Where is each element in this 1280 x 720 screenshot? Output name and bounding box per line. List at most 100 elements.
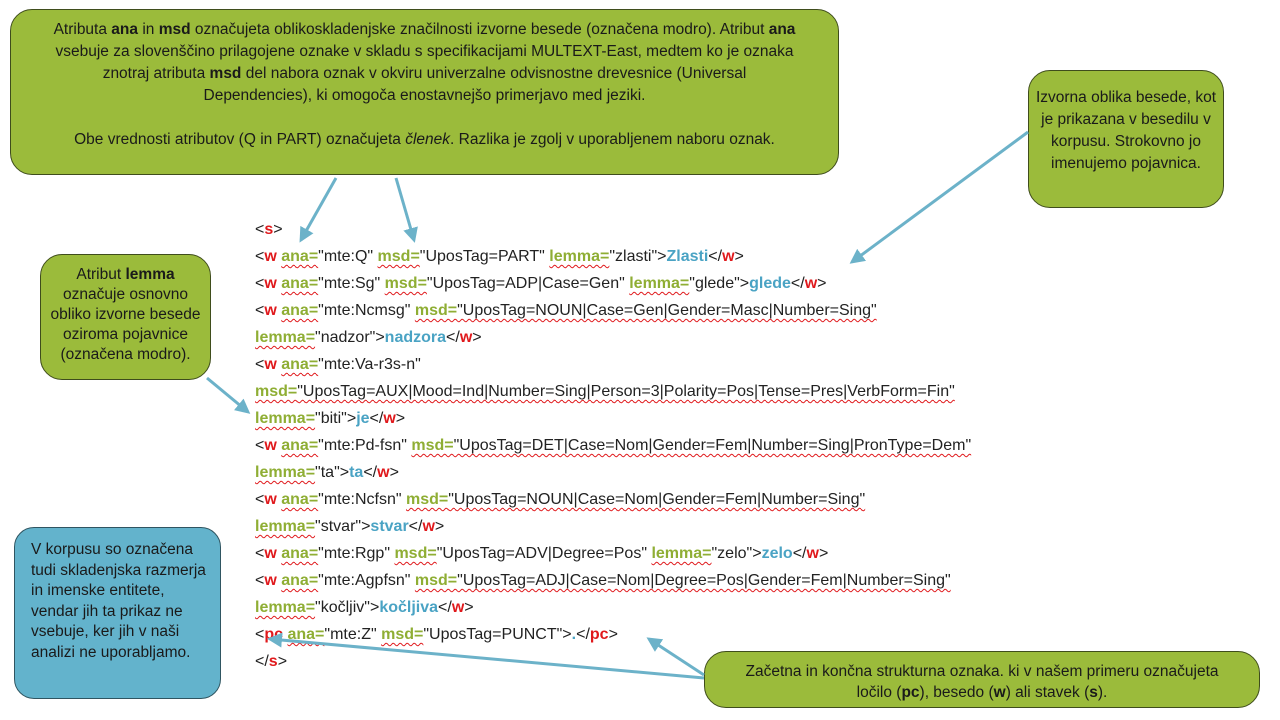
xml-punctuation: > xyxy=(273,221,283,238)
xml-attribute-value: "mte:Sg" xyxy=(318,275,385,292)
xml-attribute-name: msd= xyxy=(406,491,449,508)
structural-tags-line-1: Začetna in končna strukturna oznaka. ki … xyxy=(745,663,1219,680)
code-line: msd="UposTag=AUX|Mood=Ind|Number=Sing|Pe… xyxy=(255,378,971,405)
xml-element-name: w xyxy=(806,545,819,562)
xml-punctuation: > xyxy=(608,626,618,643)
code-line: <pc ana="mte:Z" msd="UposTag=PUNCT">.</p… xyxy=(255,621,971,648)
xml-attribute-name: lemma= xyxy=(255,464,316,481)
p2-italic-b: ek xyxy=(433,131,451,148)
xml-attribute-name: msd= xyxy=(414,302,458,319)
xml-punctuation: < xyxy=(255,221,265,238)
xml-attribute-name: msd= xyxy=(381,626,424,643)
p2-text-after: . Razlika je zgolj v uporabljenem naboru… xyxy=(450,131,775,148)
code-line: <w ana="mte:Pd-fsn" msd="UposTag=DET|Cas… xyxy=(255,432,971,459)
xml-punctuation: </ xyxy=(576,626,590,643)
code-line: <w ana="mte:Ncmsg" msd="UposTag=NOUN|Cas… xyxy=(255,297,971,324)
xml-punctuation: < xyxy=(255,626,265,643)
xml-attribute-name: lemma= xyxy=(255,329,316,346)
xml-punctuation: < xyxy=(255,437,265,454)
arrow-to-msd xyxy=(394,177,418,243)
xml-attribute-name: ana= xyxy=(281,356,319,373)
xml-attribute-name: ana= xyxy=(281,491,319,508)
callout-text-run: del nabora oznak v okviru univerzalne od… xyxy=(203,65,747,104)
xml-punctuation: < xyxy=(255,302,265,319)
xml-element-name: w xyxy=(264,302,277,319)
xml-punctuation: </ xyxy=(438,599,452,616)
xml-element-name: w xyxy=(264,572,277,589)
xml-attribute-name: msd= xyxy=(377,248,420,265)
xml-code-block: <s><w ana="mte:Q" msd="UposTag=PART" lem… xyxy=(255,216,971,675)
xml-element-name: w xyxy=(264,275,277,292)
token-word: . xyxy=(571,626,577,643)
xml-element-name: w xyxy=(422,518,435,535)
xml-attribute-name: ana= xyxy=(281,248,319,265)
xml-punctuation: </ xyxy=(792,545,807,562)
xml-attribute-name: msd= xyxy=(411,437,454,454)
callout-ana-msd: Atributa ana in msd označujeta oblikoskl… xyxy=(10,9,839,175)
xml-punctuation: > xyxy=(818,545,829,562)
xml-punctuation: < xyxy=(255,356,265,373)
attribute-name-bold: msd xyxy=(209,65,242,82)
callout-pojavnica-text: Izvorna oblika besede, kot je prikazana … xyxy=(1035,89,1217,172)
callout-syntax-entities: V korpusu so označena tudi skladenjska r… xyxy=(14,527,221,699)
attribute-name-bold: ana xyxy=(768,21,796,38)
xml-attribute-name: lemma= xyxy=(549,248,610,265)
w-label: w xyxy=(993,684,1006,701)
xml-element-name: w xyxy=(264,356,277,373)
xml-punctuation: </ xyxy=(408,518,423,535)
xml-attribute-name: ana= xyxy=(281,572,319,589)
token-word: Zlasti xyxy=(666,248,709,265)
lemma-text-after: označuje osnovno obliko izvorne besede o… xyxy=(50,286,201,363)
xml-punctuation: < xyxy=(255,248,265,265)
xml-punctuation: > xyxy=(277,653,288,670)
xml-punctuation: </ xyxy=(255,653,269,670)
attribute-name-bold: msd xyxy=(158,21,191,38)
xml-attribute-value: "mte:Q" xyxy=(318,248,378,265)
lemma-text-bold: lemma xyxy=(125,266,175,283)
xml-element-name: w xyxy=(264,491,277,508)
token-word: zelo xyxy=(761,545,793,562)
code-line: <w ana="mte:Sg" msd="UposTag=ADP|Case=Ge… xyxy=(255,270,971,297)
l2-d: ). xyxy=(1097,684,1108,701)
xml-attribute-value: "UposTag=PART" xyxy=(419,248,550,265)
xml-punctuation: > xyxy=(434,518,445,535)
p2-text: Obe vrednosti atributov (Q in PART) ozna… xyxy=(74,131,406,148)
code-line: lemma="biti">je</w> xyxy=(255,405,971,432)
xml-attribute-value: "kočljiv"> xyxy=(315,599,380,616)
token-word: ta xyxy=(349,464,364,481)
callout-text-run: označujeta oblikoskladenjske značilnosti… xyxy=(190,21,769,38)
xml-element-name: pc xyxy=(589,626,609,643)
xml-punctuation: </ xyxy=(363,464,378,481)
pc-label: pc xyxy=(901,684,920,701)
xml-attribute-value: "biti"> xyxy=(315,410,357,427)
xml-punctuation: > xyxy=(817,275,827,292)
xml-attribute-value: "UposTag=AUX|Mood=Ind|Number=Sing|Person… xyxy=(297,383,955,400)
xml-attribute-name: ana= xyxy=(281,275,319,292)
xml-punctuation: </ xyxy=(708,248,723,265)
xml-element-name: w xyxy=(264,437,277,454)
p2-italic-a: člen xyxy=(405,131,434,148)
code-line: <w ana="mte:Q" msd="UposTag=PART" lemma=… xyxy=(255,243,971,270)
xml-attribute-name: ana= xyxy=(281,437,319,454)
xml-punctuation: < xyxy=(255,275,265,292)
code-line: <s> xyxy=(255,216,971,243)
xml-attribute-value: "UposTag=ADP|Case=Gen" xyxy=(426,275,630,292)
arrow-to-lemma xyxy=(206,376,251,414)
xml-attribute-value: "UposTag=NOUN|Case=Nom|Gender=Fem|Number… xyxy=(448,491,866,508)
xml-punctuation: < xyxy=(255,545,265,562)
p2-italic: členek xyxy=(405,131,450,148)
xml-punctuation: > xyxy=(734,248,744,265)
xml-attribute-value: "mte:Ncfsn" xyxy=(318,491,406,508)
xml-attribute-name: lemma= xyxy=(255,518,316,535)
xml-attribute-name: lemma= xyxy=(651,545,712,562)
xml-punctuation: > xyxy=(472,329,482,346)
arrow-to-pc-close xyxy=(646,637,705,677)
code-line: <w ana="mte:Agpfsn" msd="UposTag=ADJ|Cas… xyxy=(255,567,971,594)
xml-attribute-name: msd= xyxy=(384,275,427,292)
code-line: <w ana="mte:Va-r3s-n" xyxy=(255,351,971,378)
s-label: s xyxy=(1089,684,1098,701)
callout-text-run: in xyxy=(138,21,159,38)
xml-element-name: w xyxy=(383,410,396,427)
token-word: stvar xyxy=(370,518,409,535)
